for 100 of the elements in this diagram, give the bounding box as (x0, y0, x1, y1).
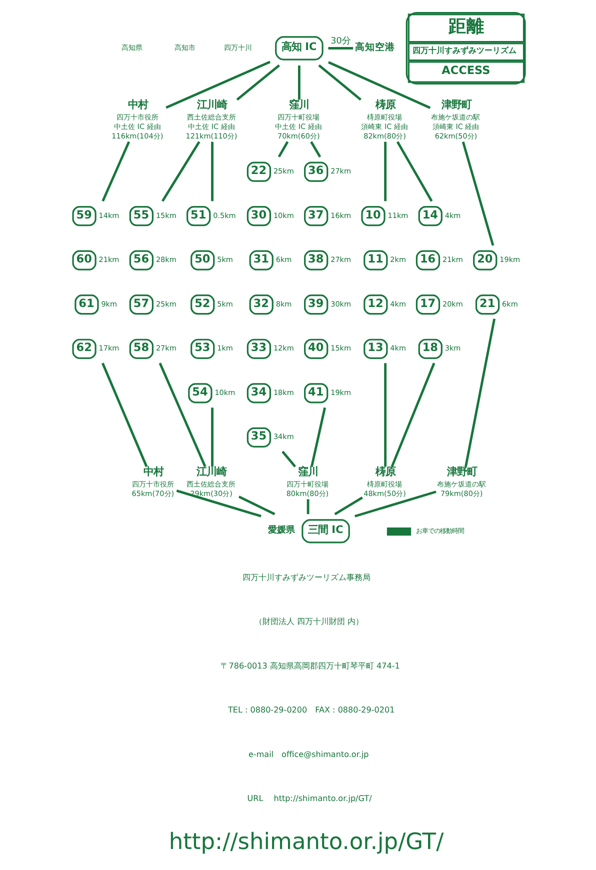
node-label: 10km (214, 388, 236, 397)
node-box: 34 (246, 383, 272, 404)
edge-label: 30分 (330, 36, 351, 46)
node-text: 窪川 四万十町役場 中土佐 IC 経由 70km(60分) (275, 99, 322, 141)
label: 〒786-0013 高知県高岡郡四万十町琴平町 474-1 (220, 661, 400, 670)
node-text: 窪川 四万十町役場 80km(80分) (286, 466, 329, 498)
node-box: 21 (475, 294, 500, 315)
node-box: 16 (416, 250, 440, 270)
node-text: 中村 四万十市役所 65km(70分) (132, 466, 174, 498)
node-label: 28km (156, 255, 176, 264)
label: （財団法人 四万十川財団 内） (254, 617, 364, 626)
connector (328, 61, 431, 109)
label: URL http://shimanto.or.jp/GT/ (247, 794, 372, 804)
connector (390, 362, 436, 468)
connector (306, 499, 310, 514)
connector (310, 141, 322, 158)
label: 高知市 (174, 43, 196, 52)
node-label: 3km (444, 344, 461, 353)
node-label: 25km (273, 166, 294, 176)
node-box: 32 (249, 294, 274, 315)
connector (334, 496, 363, 516)
node-label: 4km (390, 344, 406, 353)
node-box: 51 (186, 206, 211, 226)
node-label: 1km (217, 344, 233, 353)
connector (278, 141, 289, 158)
node-label: 27km (330, 166, 352, 176)
node-label: 8km (276, 299, 292, 308)
node-box: 10 (361, 206, 386, 226)
node-label: 6km (276, 255, 292, 264)
node-box: 58 (129, 338, 154, 359)
node-box: 41 (304, 383, 328, 404)
connector (298, 66, 300, 100)
label: 高知県 (121, 43, 142, 52)
node-label: 5km (217, 255, 233, 264)
node-box: 39 (304, 294, 328, 315)
connector (176, 490, 262, 518)
connector (282, 450, 296, 468)
node-label: 10km (273, 210, 294, 220)
node-label: 21km (98, 255, 120, 264)
node-box: 18 (418, 338, 442, 359)
connector (166, 60, 271, 109)
node-box: 14 (418, 206, 442, 226)
node-text: 江川崎 西土佐総合支所 中土佐 IC 経由 121km(110分) (186, 99, 238, 141)
node-box: 62 (72, 338, 96, 359)
connector (384, 363, 387, 467)
node-box: 11 (364, 250, 388, 270)
node-label: 0.5km (213, 210, 236, 220)
node-label: 6km (502, 299, 518, 308)
node-label: 20km (442, 299, 463, 308)
node-box: 54 (188, 383, 212, 404)
node-label: 2km (390, 255, 406, 264)
connector (328, 47, 354, 50)
connector (464, 318, 496, 468)
node-label: 11km (388, 210, 408, 220)
node-label: 19km (500, 255, 520, 264)
node-label: 19km (330, 388, 352, 397)
connector (211, 142, 214, 202)
node-box: 37 (304, 206, 328, 226)
node-box: 20 (473, 250, 498, 270)
connector (238, 496, 276, 516)
node-label: 愛媛県 (268, 526, 295, 536)
node-label: 21km (442, 255, 463, 264)
node-label: 34km (273, 432, 294, 442)
node-text: 梼原 梼原町役場 須崎東 IC 経由 82km(80分) (361, 99, 408, 141)
connector (211, 408, 214, 467)
connector (236, 64, 280, 101)
node-box: 12 (364, 294, 388, 315)
node-box: 35 (246, 427, 272, 448)
node-box: 13 (364, 338, 388, 359)
node-label: 17km (98, 344, 120, 353)
node-text: 津野町 布施ケ坂道の駅 須崎東 IC 経由 62km(50分) (431, 99, 480, 141)
node-label: 15km (330, 344, 352, 353)
node-box: 52 (190, 294, 215, 315)
node-box: 三間 IC (302, 519, 350, 544)
node-box: 30 (246, 206, 272, 226)
node-label: 5km (217, 299, 233, 308)
node-label: 27km (330, 255, 352, 264)
connector (462, 142, 494, 246)
label: 四万十川すみずみツーリズム事務局 (242, 572, 370, 582)
node-label: 25km (156, 299, 176, 308)
node-box: 17 (416, 294, 440, 315)
node-box: 40 (304, 338, 328, 359)
node-text: 津野町 布施ケ坂道の駅 79km(80分) (436, 466, 486, 498)
node-label: 27km (156, 344, 176, 353)
node-text: 中村 四万十市役所 中土佐 IC 経由 116km(104分) (112, 99, 164, 141)
connector (102, 141, 130, 202)
node-box: 56 (129, 250, 154, 270)
node-box: 53 (190, 338, 215, 359)
connector (354, 490, 436, 518)
node-label: 18km (273, 388, 294, 397)
connector (161, 141, 200, 202)
node-box: 38 (304, 250, 328, 270)
node-box: 高知 IC (275, 36, 324, 60)
label: 四万十川 (224, 43, 252, 52)
connector (384, 142, 387, 202)
node-text: 梼原 梼原町役場 48km(50分) (364, 466, 406, 498)
connector (318, 64, 362, 101)
node-text: 高知空港 (355, 42, 396, 53)
node-box: 50 (190, 250, 215, 270)
node-box: 22 (246, 162, 272, 182)
